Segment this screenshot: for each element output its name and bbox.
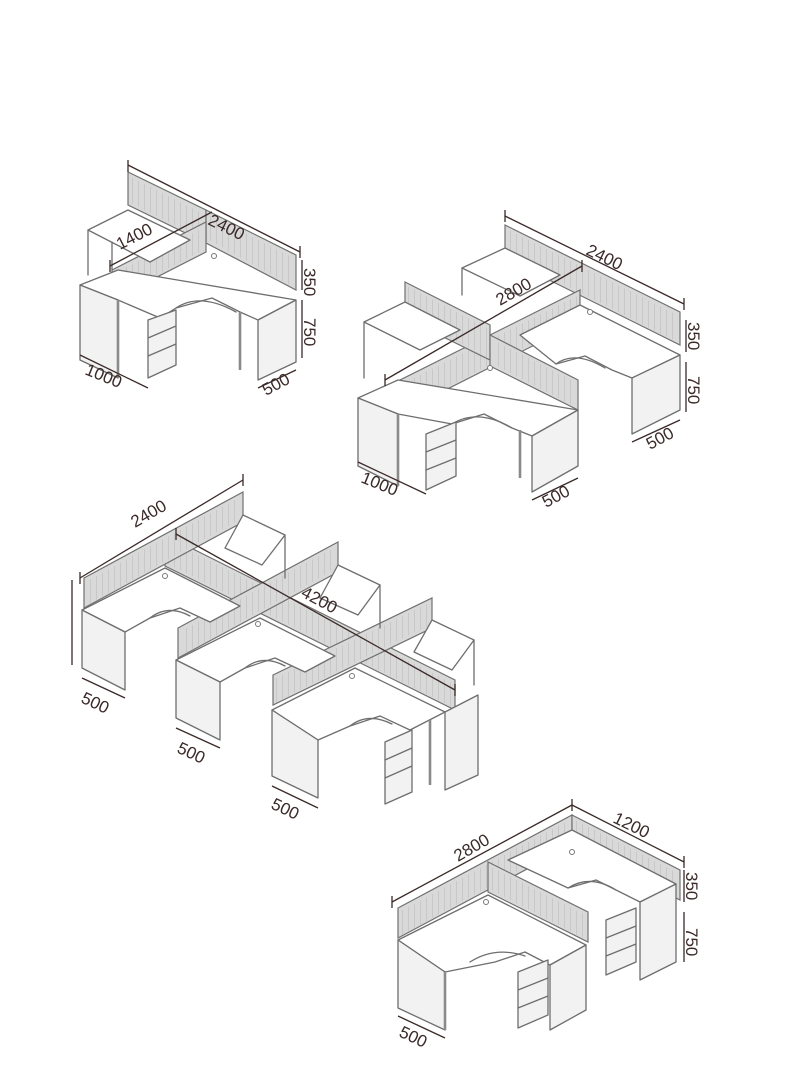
desk-top-front [79, 269, 297, 321]
dim-return-depth-3a: 500 [78, 688, 112, 717]
dim-desk-height-4: 750 [682, 928, 701, 956]
drawer-unit-2 [425, 421, 457, 491]
dim-panel-height-2: 350 [684, 322, 703, 350]
drawer-unit-3 [384, 729, 413, 805]
drawer-unit-4b [517, 959, 549, 1029]
desk-top-a [81, 567, 241, 633]
dim-return-depth-2a: 500 [539, 481, 573, 511]
dim-return-depth-4: 500 [396, 1022, 430, 1051]
workstation-two-seat-l [397, 813, 681, 1031]
dim-return-depth-3c: 500 [268, 794, 302, 823]
drawer-unit-4a [605, 907, 637, 976]
dim-return-depth-3b: 500 [174, 738, 208, 767]
dim-return-depth-2b: 500 [643, 423, 677, 453]
pedestal-right [257, 299, 297, 381]
workstation-four-seat-cross [357, 224, 681, 493]
dim-overall-length-3: 2400 [128, 496, 170, 531]
workstation-six-seat-row [81, 490, 479, 805]
desk-top-front-4 [397, 894, 587, 973]
desk-top-side [507, 829, 677, 903]
dim-desk-height-2: 750 [684, 376, 703, 404]
dim-panel-height: 350 [300, 268, 319, 296]
dimensions-two-seat-corner: 2400 1400 350 750 1000 500 [79, 160, 319, 400]
screen-panel-back-hatch [131, 177, 203, 240]
dim-desk-height: 750 [300, 318, 319, 346]
workstation-two-seat-corner [79, 171, 297, 381]
dim-panel-height-4: 350 [682, 872, 701, 900]
desk-top-b [175, 617, 336, 683]
drawer-unit [147, 309, 177, 379]
desk-top-c [271, 667, 446, 741]
desk-top-right [519, 304, 681, 379]
desk-top-rear [87, 209, 191, 263]
